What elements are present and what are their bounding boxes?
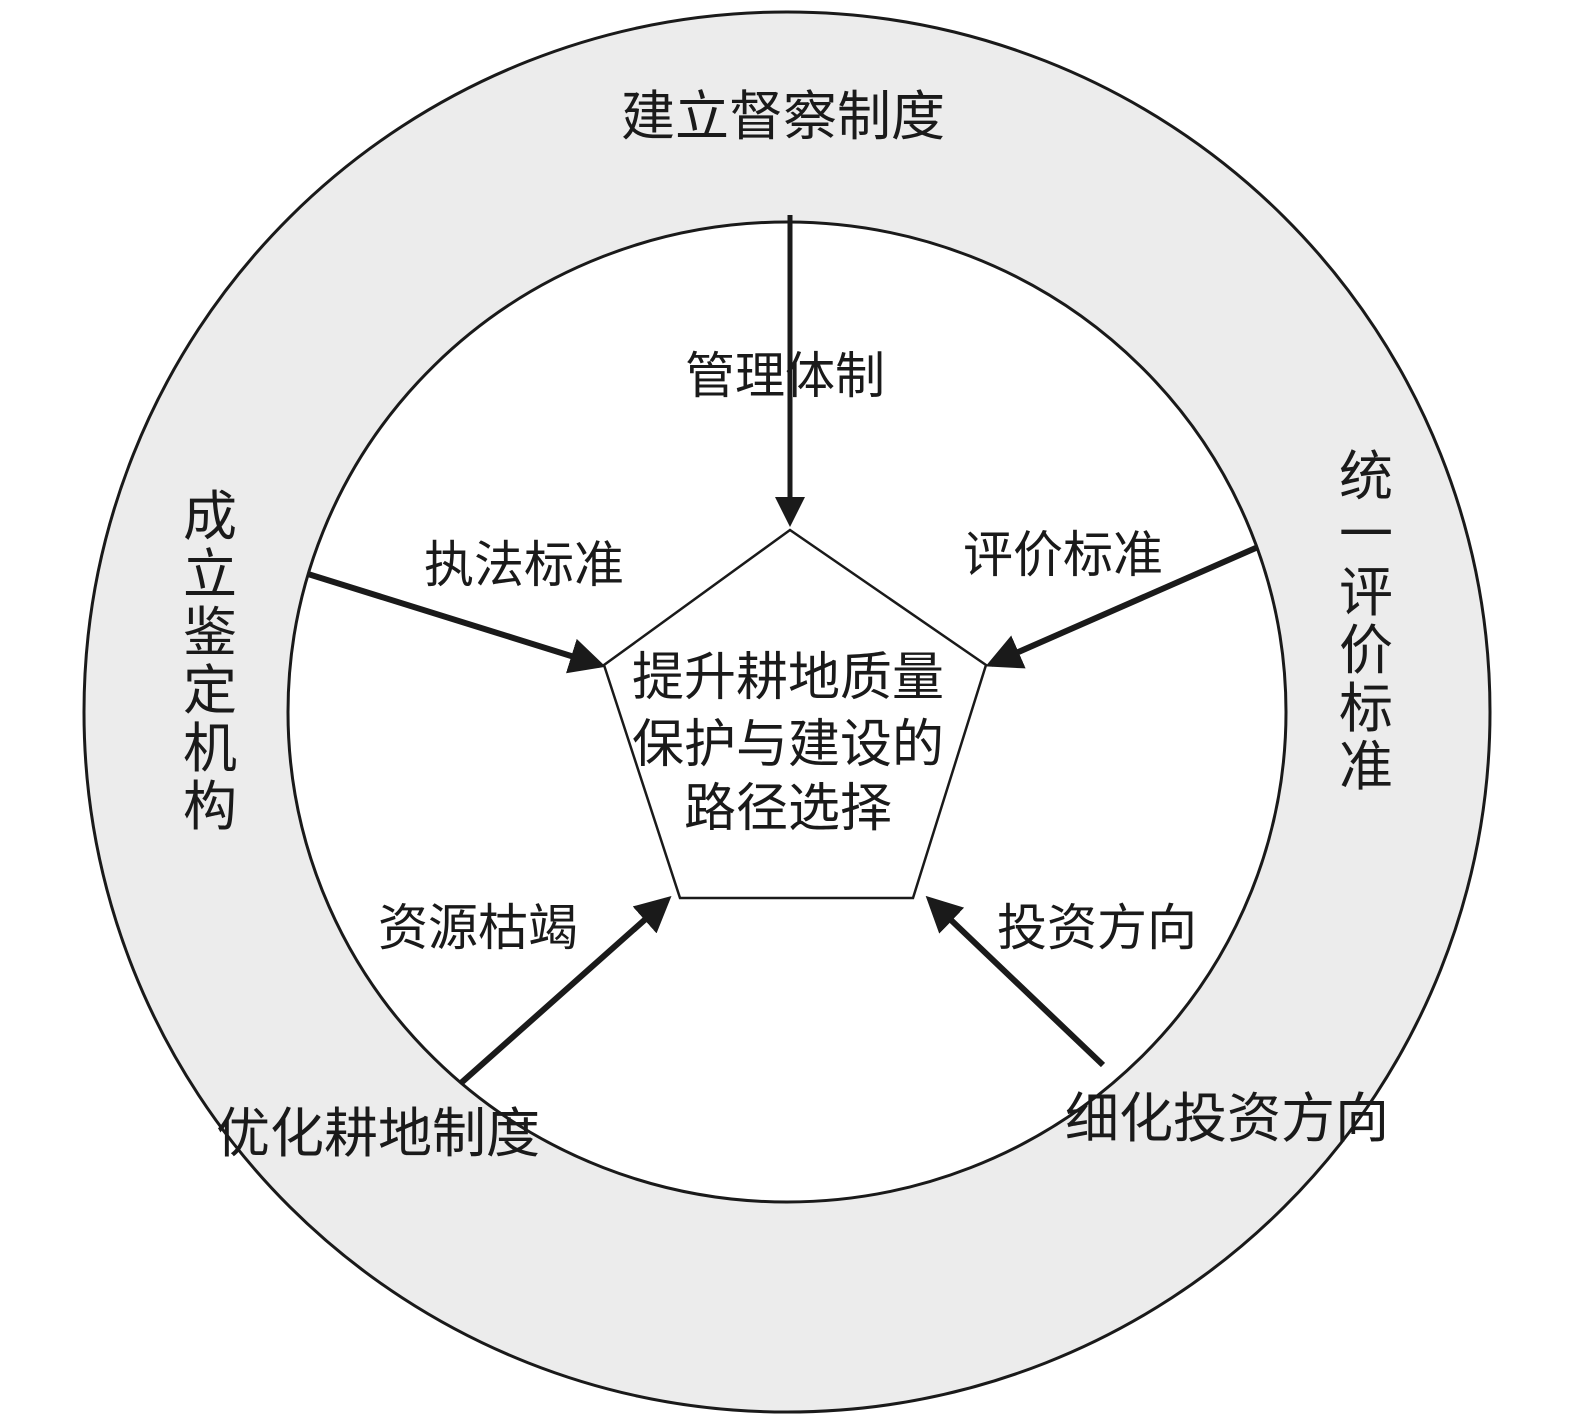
center-title-line-2: 保护与建设的: [632, 715, 944, 775]
inner-label-upper-left: 执法标准: [424, 536, 624, 594]
outer-label-bottom-right: 细化投资方向: [1065, 1087, 1389, 1150]
inner-label-lower-right: 投资方向: [997, 899, 1197, 957]
arrow-lower-left: [459, 896, 672, 1086]
outer-label-bottom-left: 优化耕地制度: [216, 1102, 540, 1165]
outer-label-left: 成立鉴定机构: [183, 485, 237, 838]
arrow-upper-left: [307, 571, 606, 674]
inner-label-top: 管理体制: [685, 347, 885, 405]
center-title-line-3: 路径选择: [684, 779, 892, 839]
center-pentagon: [602, 528, 988, 900]
arrow-upper-right: [985, 544, 1260, 669]
inner-label-lower-left: 资源枯竭: [378, 899, 578, 957]
outer-label-top: 建立督察制度: [621, 85, 945, 148]
arrow-lower-right: [925, 895, 1106, 1068]
outer-label-right: 统一评价标准: [1339, 445, 1393, 798]
inner-label-upper-right: 评价标准: [963, 526, 1163, 584]
center-title-line-1: 提升耕地质量: [632, 648, 944, 708]
